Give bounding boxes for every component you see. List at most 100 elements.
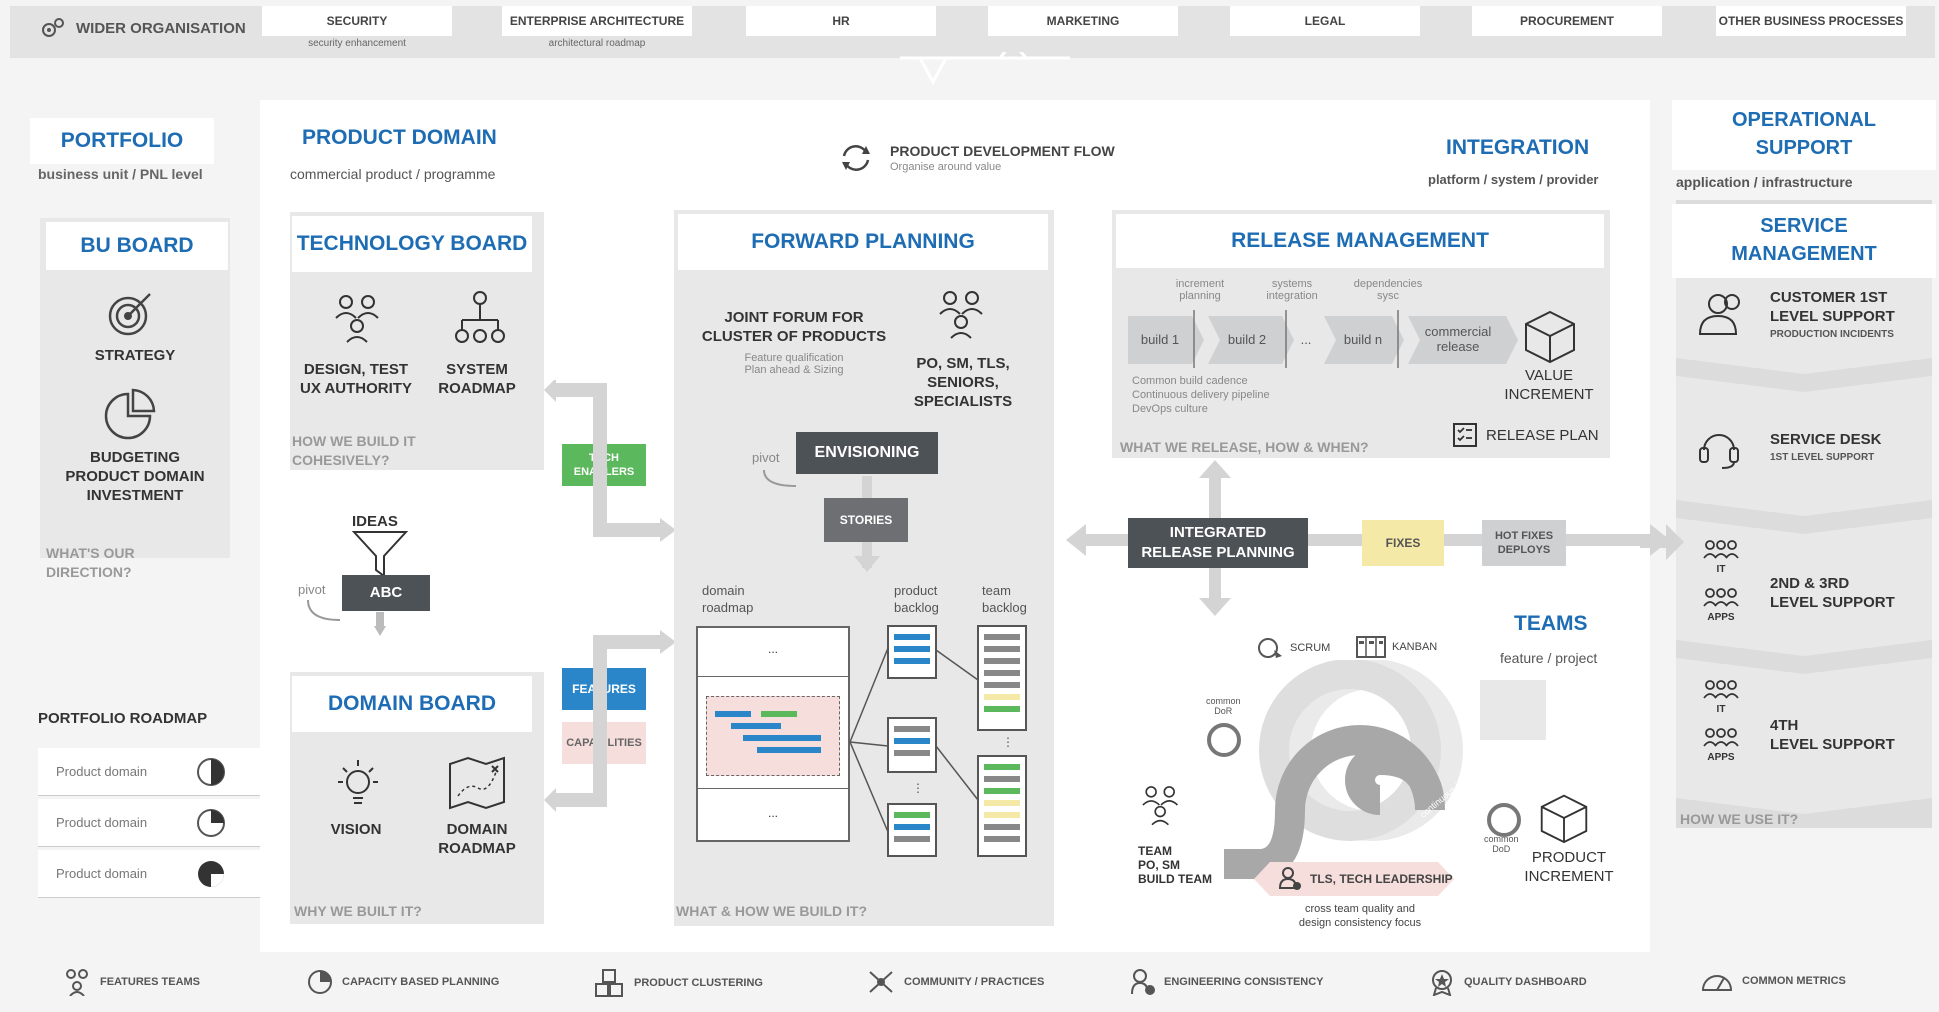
footer-item: COMMUNITY / PRACTICES xyxy=(866,968,1044,996)
funnel-icon xyxy=(352,530,408,578)
leader-person-icon xyxy=(1278,866,1302,892)
system-roadmap-label: SYSTEM ROADMAP xyxy=(438,361,516,397)
build-step-label: commercial release xyxy=(1424,324,1492,354)
tab-enterprise-architecture[interactable]: ENTERPRISE ARCHITECTURE xyxy=(502,6,692,36)
product-cubes-icon xyxy=(594,968,626,998)
support-level-title: 4TH LEVEL SUPPORT xyxy=(1770,717,1895,753)
support-level-title: SERVICE DESK xyxy=(1770,431,1882,448)
domain-roadmap-label: DOMAIN ROADMAP xyxy=(438,821,516,857)
people-group-icon xyxy=(1702,680,1740,704)
scrum-cycle-icon xyxy=(1254,636,1284,660)
vision-label: VISION xyxy=(330,821,382,838)
integration-subtitle: platform / system / provider xyxy=(1428,172,1599,187)
tab-hr[interactable]: HR xyxy=(746,6,936,36)
build-step-label: build n xyxy=(1343,332,1383,347)
envisioning-box: ENVISIONING xyxy=(796,432,938,474)
roadmap-row: Product domain xyxy=(38,850,260,898)
product-domain-title: PRODUCT DOMAIN xyxy=(302,126,497,149)
capacity-pie-icon xyxy=(306,968,334,996)
package-box-icon xyxy=(1522,308,1578,364)
it-label: IT xyxy=(1716,704,1726,715)
progress-pie-icon xyxy=(194,755,228,789)
operational-support-subtitle: application / infrastructure xyxy=(1676,174,1853,190)
technology-board-question: HOW WE BUILD IT COHESIVELY? xyxy=(292,433,416,468)
common-dor-label: common DoR xyxy=(1206,696,1241,716)
value-increment-label: VALUE INCREMENT xyxy=(1504,367,1594,403)
product-domain-subtitle: commercial product / programme xyxy=(290,166,496,182)
kanban-label: KANBAN xyxy=(1392,641,1438,653)
milestone-label: systems integration xyxy=(1266,278,1318,302)
scrum-item: SCRUM xyxy=(1254,636,1330,660)
stories-box: STORIES xyxy=(824,498,908,542)
leadership-item: TLS, TECH LEADERSHIP xyxy=(1278,866,1453,892)
bu-board xyxy=(40,218,230,558)
team-icon xyxy=(62,968,92,996)
support-level-title: CUSTOMER 1ST LEVEL SUPPORT xyxy=(1770,289,1895,325)
portfolio-roadmap-title: PORTFOLIO ROADMAP xyxy=(38,710,208,727)
org-gears-icon xyxy=(40,16,66,40)
build-team-label: TEAM PO, SM BUILD TEAM xyxy=(1138,844,1212,886)
tab-other-business-processes[interactable]: OTHER BUSINESS PROCESSES xyxy=(1716,6,1906,36)
integration-title: INTEGRATION xyxy=(1446,136,1590,159)
customer-support-icon xyxy=(1696,290,1746,340)
flow-title: PRODUCT DEVELOPMENT FLOW xyxy=(890,143,1115,159)
footer-item-label: COMMON METRICS xyxy=(1742,975,1846,987)
checklist-icon xyxy=(1452,422,1478,448)
leadership-focus: cross team quality and design consistenc… xyxy=(1298,903,1422,929)
domain-board-question: WHY WE BUILT IT? xyxy=(294,903,422,919)
hot-fixes-box: HOT FIXES DEPLOYS xyxy=(1482,520,1566,566)
tab-marketing[interactable]: MARKETING xyxy=(988,6,1178,36)
roadmap-ellipsis-top: ... xyxy=(767,642,778,656)
footer-item: ENGINEERING CONSISTENCY xyxy=(1130,968,1324,996)
quality-badge-icon xyxy=(1428,968,1456,996)
roadmap-row-label: Product domain xyxy=(56,764,148,779)
build-step-label: build 1 xyxy=(1140,332,1180,347)
domain-board-title: DOMAIN BOARD xyxy=(292,676,532,732)
gauge-icon xyxy=(1700,968,1734,994)
domain-roadmap-heading: domain roadmap xyxy=(702,583,754,615)
board-connector-arrows xyxy=(544,380,676,812)
ideas-pivot-arrows xyxy=(307,599,386,636)
product-increment-label: PRODUCT INCREMENT xyxy=(1524,849,1614,885)
network-icon xyxy=(866,968,896,996)
topbar-pointer-arrows xyxy=(900,52,1070,86)
apps-label: APPS xyxy=(1707,612,1735,623)
forward-planning-question: WHAT & HOW WE BUILD IT? xyxy=(676,903,868,919)
team-iteration-loop xyxy=(1207,660,1546,879)
roadmap-row-label: Product domain xyxy=(56,815,148,830)
tab-procurement[interactable]: PROCUREMENT xyxy=(1472,6,1662,36)
portfolio-title: PORTFOLIO xyxy=(30,118,214,164)
scrum-label: SCRUM xyxy=(1290,642,1331,654)
release-plan-item: RELEASE PLAN xyxy=(1452,422,1599,448)
leadership-label: TLS, TECH LEADERSHIP xyxy=(1310,872,1453,886)
roadmap-row: Product domain xyxy=(38,748,260,796)
support-level-title: 2ND & 3RD LEVEL SUPPORT xyxy=(1770,575,1895,611)
tab-legal[interactable]: LEGAL xyxy=(1230,6,1420,36)
lightbulb-icon xyxy=(332,758,384,810)
people-group-icon xyxy=(1702,728,1740,752)
build-step-label: build 2 xyxy=(1227,332,1267,347)
domain-roadmap-box: ... ... xyxy=(696,626,850,842)
fixes-box: FIXES xyxy=(1362,520,1444,566)
build-step-label: ... xyxy=(1300,332,1312,347)
roadmap-ellipsis-bottom: ... xyxy=(767,806,778,820)
backlog-diagram: ⋮ ⋮ xyxy=(849,625,1027,857)
build-pipeline xyxy=(1128,310,1518,368)
footer-item-label: CAPACITY BASED PLANNING xyxy=(342,976,500,988)
team-roles-icon xyxy=(934,286,990,342)
milestone-label: increment planning xyxy=(1175,278,1225,302)
teams-title: TEAMS xyxy=(1514,612,1588,635)
release-management-title: RELEASE MANAGEMENT xyxy=(1116,214,1604,268)
forward-planning-title: FORWARD PLANNING xyxy=(678,214,1048,270)
tab-security[interactable]: SECURITY xyxy=(262,6,452,36)
progress-pie-icon xyxy=(194,806,228,840)
product-box-icon xyxy=(1538,792,1590,844)
joint-forum-sub: Feature qualification Plan ahead & Sizin… xyxy=(744,352,844,376)
bu-board-title: BU BOARD xyxy=(46,222,228,270)
roadmap-features-area xyxy=(706,696,840,776)
footer-item-label: COMMUNITY / PRACTICES xyxy=(904,976,1045,988)
joint-forum-label: JOINT FORUM FOR CLUSTER OF PRODUCTS xyxy=(701,309,887,345)
footer-item-label: PRODUCT CLUSTERING xyxy=(634,977,763,989)
build-team-icon xyxy=(1138,782,1184,828)
